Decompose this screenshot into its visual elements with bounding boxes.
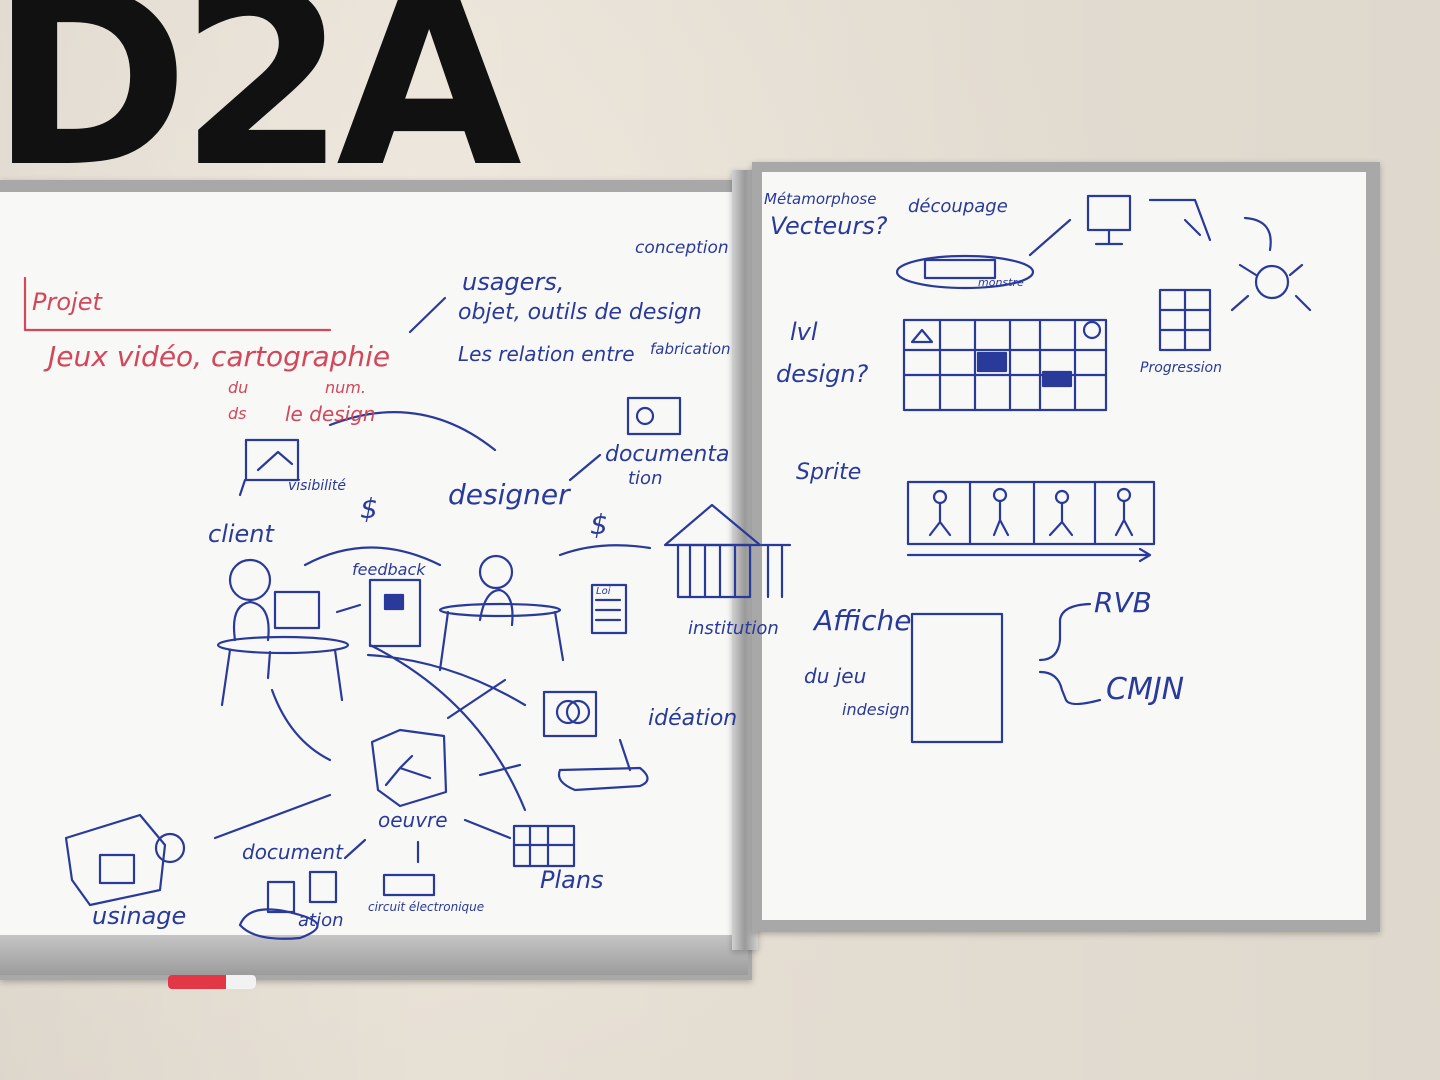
- marker-cap: [226, 975, 256, 989]
- dollar-sign-2: $: [590, 508, 608, 541]
- documentation-label-1: documenta: [605, 442, 730, 467]
- institution-label: institution: [688, 618, 779, 639]
- documentation-label-2: tion: [628, 468, 663, 489]
- le-design-label: le design: [285, 402, 376, 426]
- dollar-sign-1: $: [360, 492, 378, 525]
- usagers-label: usagers,: [462, 268, 565, 296]
- cmjn-label: CMJN: [1106, 672, 1185, 707]
- circuit-label: circuit électronique: [368, 900, 485, 914]
- subject-label: Jeux vidéo, cartographie: [48, 340, 391, 373]
- marker-tray: [0, 935, 748, 975]
- red-marker[interactable]: [168, 975, 256, 989]
- ideation-label: idéation: [648, 706, 738, 731]
- client-label: client: [208, 520, 274, 548]
- feedback-label: feedback: [352, 560, 426, 579]
- conception-label: conception: [635, 238, 729, 258]
- relation-label: Les relation entre: [458, 342, 635, 366]
- fabrication-label: fabrication: [650, 340, 731, 358]
- du-label: du: [228, 378, 249, 397]
- num-label: num.: [325, 378, 366, 397]
- lvl-label: lvl: [790, 318, 818, 346]
- indesign-label: indesign: [842, 700, 910, 719]
- usinage-label: usinage: [92, 902, 187, 930]
- design-question-label: design?: [776, 360, 869, 388]
- decoupage-label: découpage: [908, 196, 1008, 217]
- sprite-label: Sprite: [796, 460, 862, 485]
- rvb-label: RVB: [1094, 586, 1152, 619]
- projet-label: Projet: [32, 288, 102, 316]
- designer-label: designer: [448, 478, 570, 511]
- left-whiteboard: [0, 192, 740, 937]
- ation-label: ation: [298, 910, 344, 931]
- affiche-label: Affiche: [814, 604, 912, 637]
- loi-label: Loi: [596, 586, 611, 597]
- d2a-logo: D2A: [0, 0, 522, 220]
- visibilite-label: visibilité: [288, 478, 347, 494]
- du-jeu-label: du jeu: [804, 664, 867, 688]
- monstre-label: monstre: [978, 276, 1024, 289]
- vecteurs-label: Vecteurs?: [770, 212, 888, 240]
- document-label: document: [242, 840, 343, 864]
- objet-outils-label: objet, outils de design: [458, 300, 702, 325]
- plans-label: Plans: [540, 866, 604, 894]
- progression-label: Progression: [1140, 360, 1222, 376]
- ds-label: ds: [228, 404, 247, 423]
- metamorphose-label: Métamorphose: [764, 190, 877, 208]
- oeuvre-label: oeuvre: [378, 808, 448, 832]
